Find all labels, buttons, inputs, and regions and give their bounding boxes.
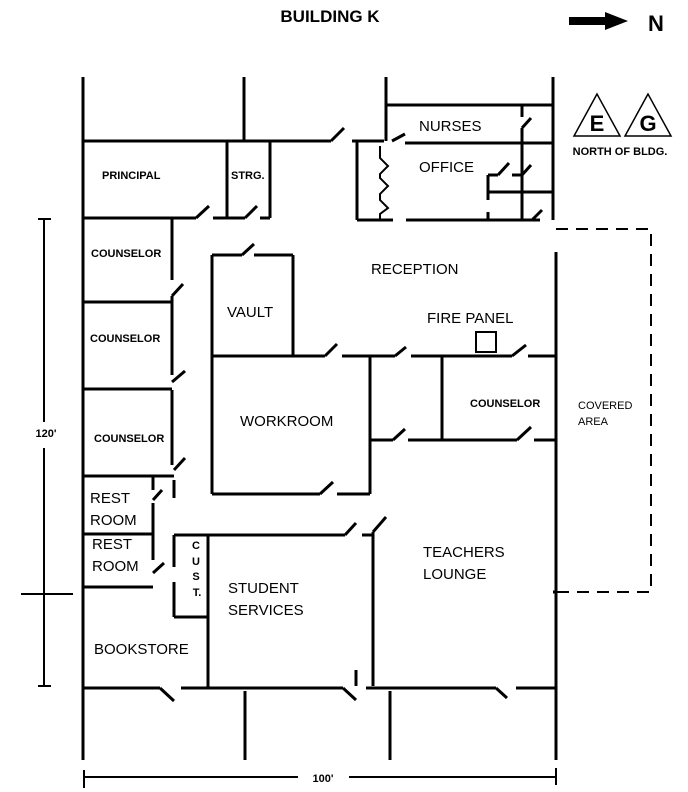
svg-text:U: U (192, 556, 200, 568)
room-nurses: NURSES (419, 118, 482, 135)
room-office: OFFICE (419, 159, 474, 176)
north-label: N (648, 11, 664, 36)
room-student-services-line2: SERVICES (228, 602, 304, 619)
fire-panel-icon (475, 331, 497, 353)
room-student-services-line1: STUDENT (228, 580, 299, 597)
legend-e: E (590, 111, 605, 136)
room-vault: VAULT (227, 304, 273, 321)
room-teachers-lounge-line1: TEACHERS (423, 544, 505, 561)
room-counselor-1: COUNSELOR (91, 248, 161, 260)
room-principal: PRINCIPAL (102, 170, 161, 182)
room-counselor-3: COUNSELOR (94, 433, 164, 445)
room-restroom-2-line2: ROOM (92, 558, 139, 575)
svg-text:T.: T. (193, 587, 202, 599)
covered-area-label-1: COVERED (578, 400, 632, 412)
room-restroom-1-line2: ROOM (90, 512, 137, 529)
room-counselor-4: COUNSELOR (470, 398, 540, 410)
room-workroom: WORKROOM (240, 413, 333, 430)
room-custodial: C U S T. (192, 540, 201, 599)
dimension-width (83, 768, 557, 788)
room-teachers-lounge-line2: LOUNGE (423, 566, 486, 583)
triangle-g-icon (623, 92, 673, 137)
dimension-height (21, 218, 73, 687)
triangle-e-icon (572, 92, 622, 137)
room-restroom-1-line1: REST (90, 490, 130, 507)
north-arrow-icon (569, 12, 628, 30)
legend-eg: E G NORTH OF BLDG. (572, 92, 673, 158)
legend-g: G (639, 111, 656, 136)
plan-title: BUILDING K (280, 7, 380, 26)
doors (151, 116, 544, 703)
height-dimension-label: 120' (36, 428, 57, 440)
width-dimension-label: 100' (313, 773, 334, 785)
room-storage: STRG. (231, 170, 265, 182)
room-restroom-2-line1: REST (92, 536, 132, 553)
covered-area-label-2: AREA (578, 416, 609, 428)
room-bookstore: BOOKSTORE (94, 641, 189, 658)
covered-area-outline (556, 228, 652, 593)
partition-wall (379, 146, 390, 220)
legend-caption: NORTH OF BLDG. (573, 146, 668, 158)
fire-panel-label: FIRE PANEL (427, 310, 513, 327)
room-counselor-2: COUNSELOR (90, 333, 160, 345)
svg-text:S: S (192, 571, 199, 583)
room-reception: RECEPTION (371, 261, 459, 278)
svg-text:C: C (192, 540, 200, 552)
